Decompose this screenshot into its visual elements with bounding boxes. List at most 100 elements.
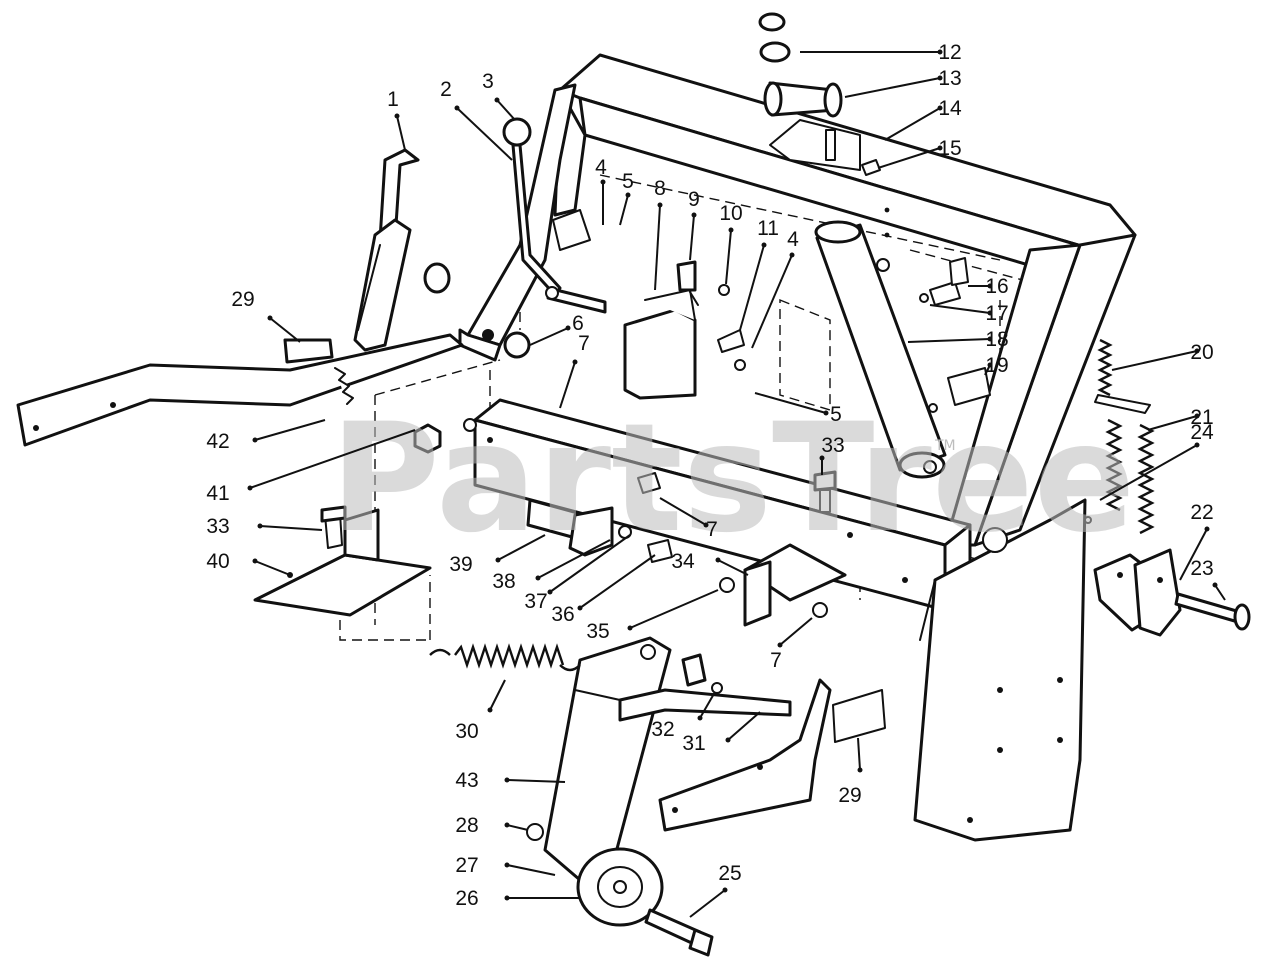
callout-c36: 36 bbox=[551, 603, 574, 626]
leader-dot-c13 bbox=[937, 75, 943, 81]
leader-c7c bbox=[779, 617, 813, 646]
callout-c24: 24 bbox=[1190, 421, 1214, 444]
right-springs bbox=[1084, 338, 1251, 637]
bolt-33-right bbox=[813, 470, 837, 513]
callout-c29a: 29 bbox=[231, 288, 254, 311]
leader-c15 bbox=[877, 147, 941, 169]
idler-arm bbox=[526, 636, 832, 957]
callout-c25: 25 bbox=[718, 862, 741, 885]
callout-c18: 18 bbox=[985, 328, 1008, 351]
callout-c35: 35 bbox=[586, 620, 609, 643]
leader-dot-c28 bbox=[504, 822, 510, 828]
leader-c3 bbox=[496, 99, 516, 121]
leader-c20 bbox=[1111, 350, 1198, 371]
leader-c35 bbox=[629, 589, 719, 629]
leader-dot-c7c bbox=[777, 642, 783, 648]
leader-c24 bbox=[1099, 444, 1198, 501]
callout-c7a: 7 bbox=[578, 332, 590, 355]
leader-c29a bbox=[269, 317, 301, 343]
leader-c2 bbox=[456, 107, 513, 161]
leader-c13 bbox=[844, 77, 941, 98]
leader-dot-c40 bbox=[252, 558, 258, 564]
callout-c4b: 4 bbox=[787, 228, 799, 251]
callout-c5b: 5 bbox=[830, 403, 842, 426]
leader-dot-c21 bbox=[1194, 413, 1200, 419]
callout-c11: 11 bbox=[757, 217, 779, 240]
callout-c28: 28 bbox=[455, 814, 478, 837]
leader-dot-c4a bbox=[600, 179, 606, 185]
leader-dot-c14 bbox=[937, 105, 943, 111]
callout-c26: 26 bbox=[455, 887, 478, 910]
leader-dot-c31 bbox=[725, 737, 731, 743]
leader-c37 bbox=[549, 534, 631, 593]
callout-c31: 31 bbox=[682, 732, 705, 755]
leader-dot-c1 bbox=[394, 113, 400, 119]
leader-c25 bbox=[689, 889, 726, 918]
leader-dot-c8 bbox=[657, 202, 663, 208]
callout-c14: 14 bbox=[938, 97, 962, 120]
callout-c2: 2 bbox=[440, 78, 452, 101]
leader-lines bbox=[247, 49, 1226, 918]
callout-c39: 39 bbox=[449, 553, 472, 576]
leader-dot-c22 bbox=[1204, 526, 1210, 532]
leader-dot-c23 bbox=[1212, 582, 1218, 588]
leader-c9 bbox=[689, 214, 695, 261]
leader-c4b bbox=[751, 254, 793, 349]
leader-c28 bbox=[506, 824, 529, 831]
callout-c34: 34 bbox=[671, 550, 695, 573]
watermark: PartsTree TM bbox=[330, 392, 1135, 566]
leader-c11 bbox=[739, 244, 765, 331]
center-bracket bbox=[623, 260, 746, 400]
leader-c39 bbox=[497, 534, 546, 561]
leader-dot-c2 bbox=[454, 105, 460, 111]
lift-cylinder bbox=[758, 12, 947, 479]
leader-c23 bbox=[1214, 584, 1226, 601]
leader-dot-c41 bbox=[247, 485, 253, 491]
leader-dot-c9 bbox=[691, 212, 697, 218]
leader-c42 bbox=[254, 419, 326, 441]
leader-dot-c38 bbox=[535, 575, 541, 581]
callout-c38: 38 bbox=[492, 570, 515, 593]
callout-c29b: 29 bbox=[838, 784, 861, 807]
leader-c30 bbox=[489, 679, 506, 711]
leader-c1 bbox=[396, 115, 406, 151]
callout-c22: 22 bbox=[1190, 501, 1213, 524]
leader-c41 bbox=[249, 429, 416, 489]
callout-c7c: 7 bbox=[770, 649, 782, 672]
leader-c22 bbox=[1179, 528, 1208, 581]
leader-dot-c43 bbox=[504, 777, 510, 783]
leader-dot-c5a bbox=[625, 192, 631, 198]
callout-c37: 37 bbox=[524, 590, 547, 613]
leader-dot-c29a bbox=[267, 315, 273, 321]
leader-dot-c37 bbox=[547, 589, 553, 595]
callout-c33a: 33 bbox=[206, 515, 229, 538]
leader-c34 bbox=[717, 559, 749, 576]
callout-c40: 40 bbox=[206, 550, 229, 573]
callout-c3: 3 bbox=[482, 70, 494, 93]
leader-dot-c10 bbox=[728, 227, 734, 233]
callout-c30: 30 bbox=[455, 720, 478, 743]
callout-c10: 10 bbox=[719, 202, 742, 225]
callout-c41: 41 bbox=[206, 482, 229, 505]
decals bbox=[832, 689, 886, 743]
leader-c31 bbox=[727, 711, 761, 741]
leader-dot-c7a bbox=[572, 359, 578, 365]
pedal-arm bbox=[16, 333, 464, 447]
right-side-plate bbox=[913, 498, 1087, 842]
leader-c7a bbox=[559, 361, 576, 409]
leader-c43 bbox=[506, 779, 566, 783]
callout-c8: 8 bbox=[654, 177, 666, 200]
leader-c17 bbox=[929, 304, 991, 314]
callout-c27: 27 bbox=[455, 854, 478, 877]
leader-dot-c15 bbox=[937, 145, 943, 151]
leader-dot-c7b bbox=[703, 522, 709, 528]
callout-c43: 43 bbox=[455, 769, 478, 792]
leader-c5a bbox=[619, 194, 629, 226]
shift-lever bbox=[502, 117, 607, 314]
callout-c23: 23 bbox=[1190, 557, 1213, 580]
leader-c32 bbox=[699, 691, 716, 719]
leader-dot-c33b bbox=[819, 455, 825, 461]
leader-dot-c4b bbox=[789, 252, 795, 258]
leader-dot-c19 bbox=[987, 362, 993, 368]
callout-c33b: 33 bbox=[821, 434, 844, 457]
